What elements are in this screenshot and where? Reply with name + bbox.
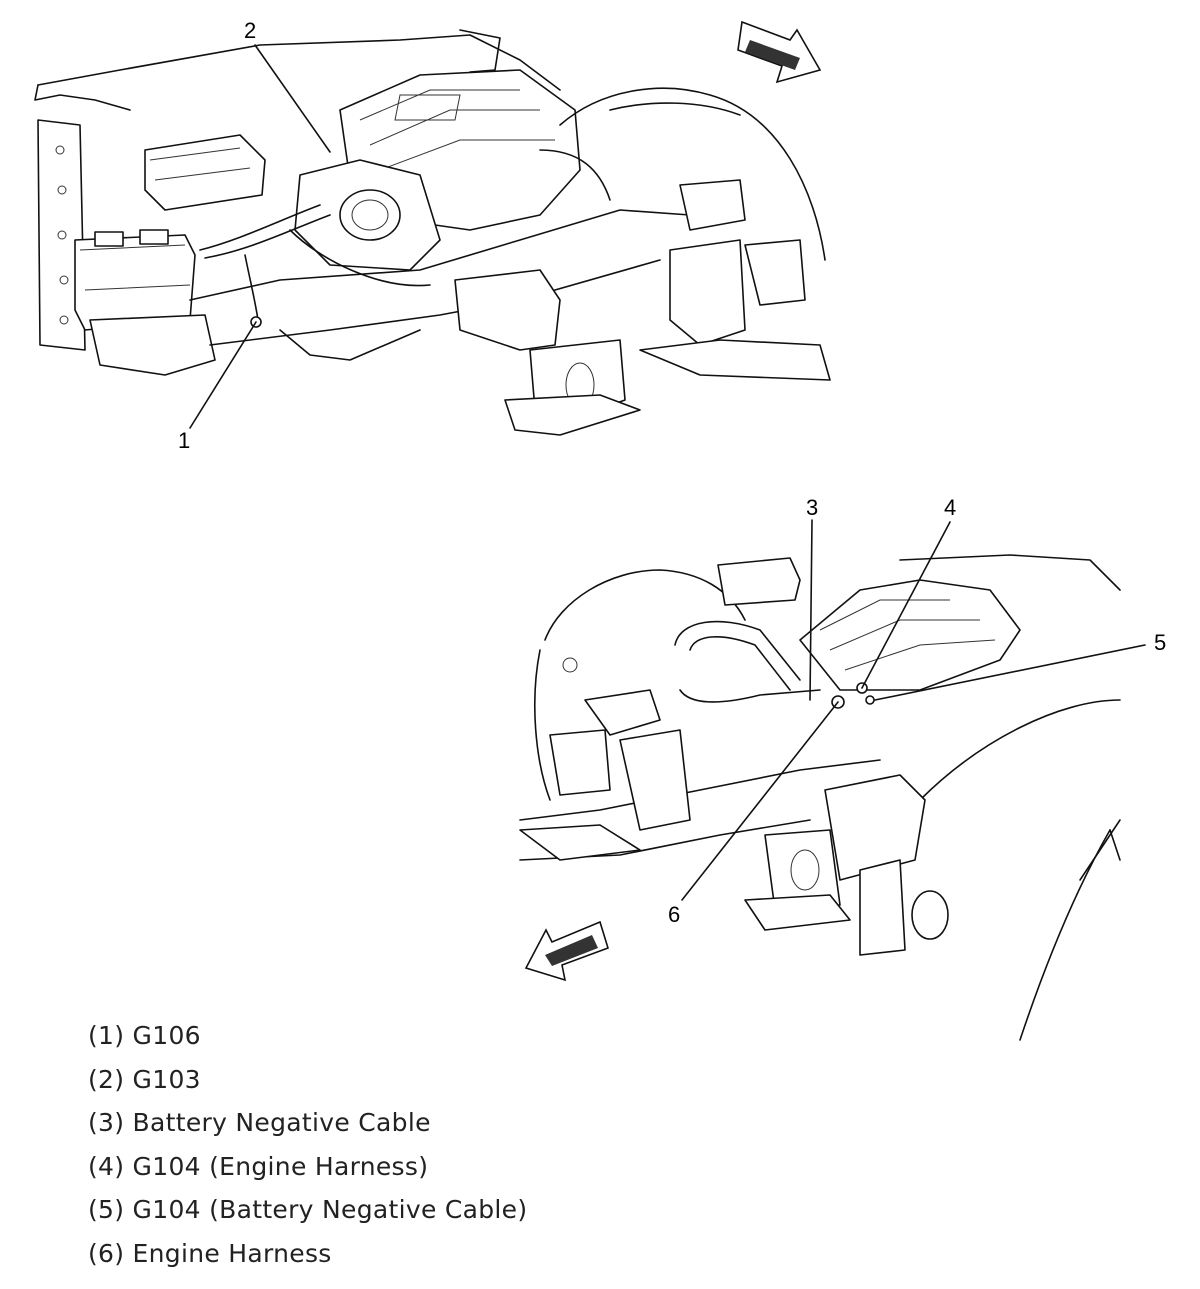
callout-2: 2 [244,18,256,43]
legend-item-engine-harness: (6) Engine Harness [88,1238,332,1268]
callout-1: 1 [178,428,190,453]
callout-4: 4 [944,495,956,520]
leader-lines [189,44,1146,901]
legend: (1) G106 (2) G103 (3) Battery Negative C… [88,1014,527,1275]
legend-item-g104-engine-harness: (4) G104 (Engine Harness) [88,1151,429,1181]
top-engine-bay-view [34,29,831,436]
legend-item-g104-battery-negative-cable: (5) G104 (Battery Negative Cable) [88,1195,528,1224]
legend-item-battery-negative-cable: (3) Battery Negative Cable [88,1108,431,1137]
rear-direction-arrow-icon [524,920,609,982]
callout-5: 5 [1154,630,1166,655]
callout-6: 6 [668,902,680,927]
legend-item-g106: (1) G106 [88,1021,201,1050]
callout-3: 3 [806,495,818,520]
front-direction-arrow-icon [737,20,822,84]
legend-item-g103: (2) G103 [88,1064,201,1094]
bottom-engine-bay-view [519,554,1121,1041]
